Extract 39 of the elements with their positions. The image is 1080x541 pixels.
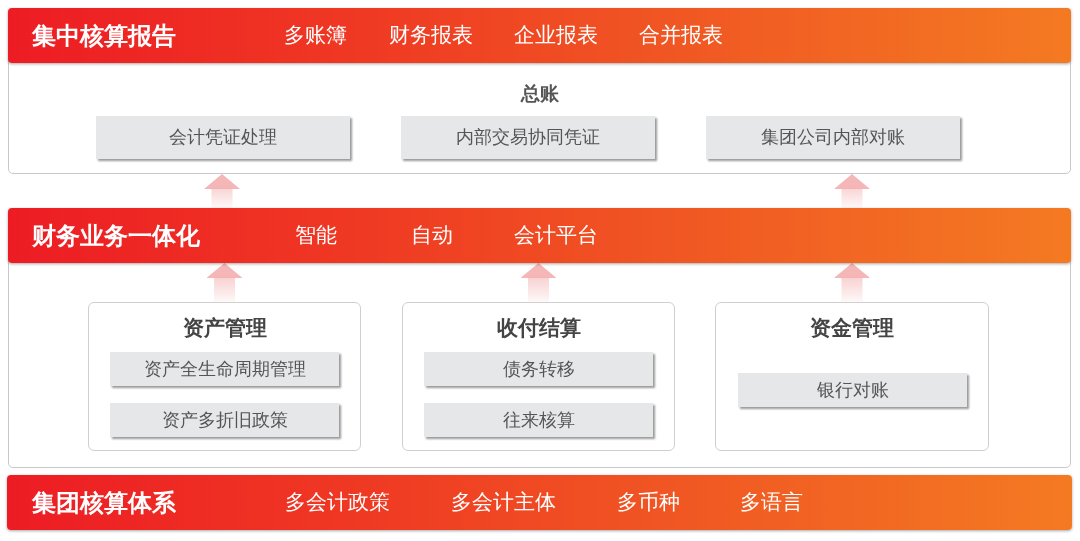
arrow xyxy=(834,174,870,208)
arrow xyxy=(204,174,240,208)
band-item: 企业报表 xyxy=(514,23,598,48)
band-item: 财务报表 xyxy=(389,23,473,48)
feature-box: 资产多折旧政策 xyxy=(110,403,339,437)
band-item: 多语言 xyxy=(740,490,803,515)
band-item: 合并报表 xyxy=(639,23,723,48)
feature-box: 往来核算 xyxy=(424,403,653,437)
arrow xyxy=(206,263,243,302)
band-item: 多会计主体 xyxy=(451,490,556,515)
module-card xyxy=(88,302,361,451)
section-panel xyxy=(8,8,1071,174)
panel-heading: 总账 xyxy=(520,82,559,104)
band-item: 多币种 xyxy=(617,490,680,515)
band-item: 会计平台 xyxy=(514,223,598,248)
title-band xyxy=(7,475,1072,530)
arrow xyxy=(834,263,870,302)
module-card xyxy=(715,302,989,451)
band-item: 多会计政策 xyxy=(285,490,390,515)
card-heading: 资金管理 xyxy=(810,317,894,341)
arrow xyxy=(520,263,557,302)
title-band xyxy=(8,8,1071,63)
feature-box: 内部交易协同凭证 xyxy=(401,116,655,159)
band-item: 多账簿 xyxy=(284,23,347,48)
band-item: 智能 xyxy=(295,223,337,248)
title-band xyxy=(8,208,1071,263)
band-title: 集中核算报告 xyxy=(32,22,176,49)
section-panel xyxy=(8,208,1071,468)
feature-box: 会计凭证处理 xyxy=(96,116,350,159)
feature-box: 银行对账 xyxy=(738,373,967,407)
module-card xyxy=(402,302,675,451)
feature-box: 集团公司内部对账 xyxy=(706,116,960,159)
card-heading: 收付结算 xyxy=(496,317,581,341)
feature-box: 资产全生命周期管理 xyxy=(110,352,339,386)
card-heading: 资产管理 xyxy=(182,317,267,341)
feature-box: 债务转移 xyxy=(424,352,653,386)
band-title: 集团核算体系 xyxy=(32,489,176,516)
band-title: 财务业务一体化 xyxy=(32,222,200,249)
band-item: 自动 xyxy=(411,223,453,248)
